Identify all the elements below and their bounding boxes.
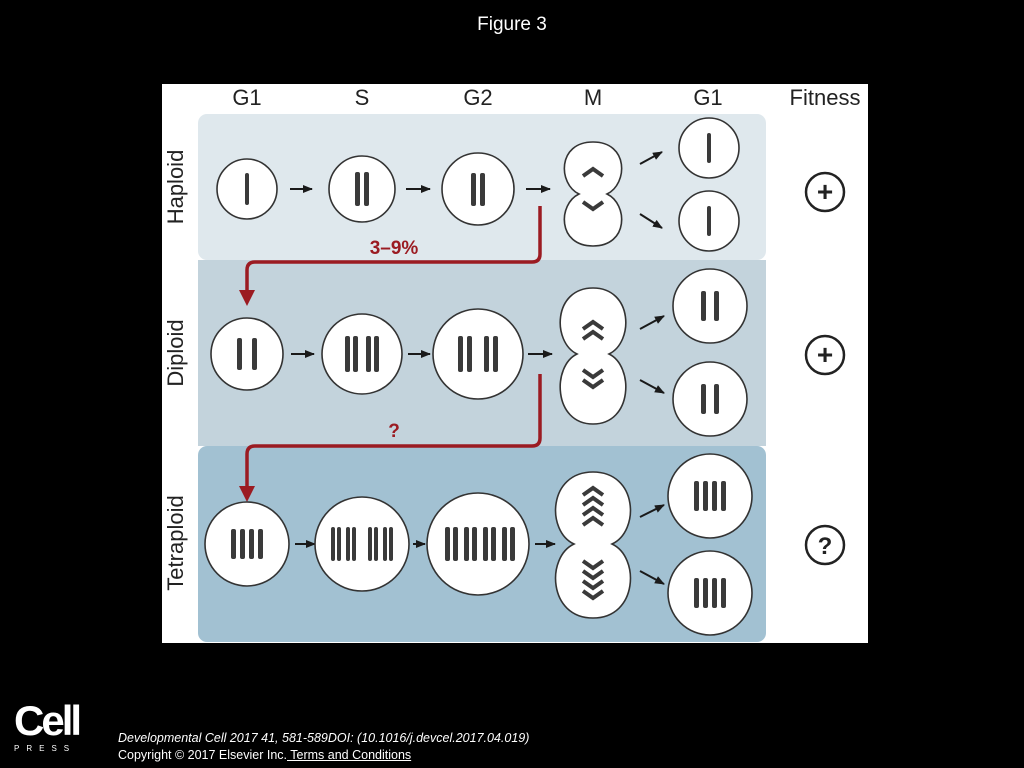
transition-rate-label: 3–9% bbox=[370, 238, 419, 259]
cell-press-logo: Cell PRESS bbox=[14, 697, 86, 754]
haploid-g1-cell bbox=[216, 158, 278, 220]
fitness-marker-diploid: + bbox=[804, 334, 846, 376]
fitness-marker-tetraploid: ? bbox=[804, 524, 846, 566]
haploid-g2-cell bbox=[441, 152, 515, 226]
row-label-tetraploid: Tetraploid bbox=[163, 495, 188, 590]
tetraploid-arrow-m-daughter-bottom bbox=[639, 570, 665, 585]
tetraploid-arrow-m-daughter-top bbox=[639, 504, 665, 518]
tetraploid-s-cell bbox=[314, 496, 410, 592]
diploid-g2-cell bbox=[432, 308, 524, 400]
haploid-arrow-m-daughter-bottom bbox=[639, 213, 663, 229]
logo-main-text: Cell bbox=[14, 697, 82, 744]
tetraploid-daughter-cell-bottom bbox=[667, 550, 753, 636]
figure-title: Figure 3 bbox=[477, 14, 547, 35]
diploid-g1-cell bbox=[210, 317, 284, 391]
fitness-symbol: + bbox=[817, 339, 833, 370]
diploid-arrow-m-daughter-bottom bbox=[639, 379, 665, 394]
transition-unknown-label: ? bbox=[388, 421, 400, 442]
diploid-daughter-cell-top bbox=[672, 268, 748, 344]
fitness-symbol: ? bbox=[818, 533, 833, 560]
tetraploid-g2-cell bbox=[426, 492, 530, 596]
haploid-arrow-m-daughter-top bbox=[639, 151, 663, 165]
column-header-g1-daughter: G1 bbox=[693, 85, 722, 110]
haploid-daughter-cell-bottom bbox=[678, 190, 740, 252]
copyright-text: Copyright © 2017 Elsevier Inc. bbox=[118, 748, 288, 762]
row-label-haploid: Haploid bbox=[163, 150, 188, 225]
row-label-diploid: Diploid bbox=[163, 319, 188, 386]
copyright-line: Copyright © 2017 Elsevier Inc. Terms and… bbox=[118, 748, 411, 762]
logo-sub-text: PRESS bbox=[14, 744, 77, 753]
fitness-symbol: + bbox=[817, 176, 833, 207]
terms-and-conditions-link[interactable]: Terms and Conditions bbox=[287, 748, 412, 762]
diploid-daughter-cell-bottom bbox=[672, 361, 748, 437]
column-header-m: M bbox=[584, 85, 602, 110]
tetraploid-g1-cell bbox=[204, 501, 290, 587]
column-header-g1: G1 bbox=[232, 85, 261, 110]
ploidy-transition-arrow-haploid-diploid bbox=[239, 206, 542, 306]
column-header-s: S bbox=[355, 85, 370, 110]
haploid-daughter-cell-top bbox=[678, 117, 740, 179]
cell-cycle-diagram: G1 S G2 M G1 Fitness Haploid Diploid Tet… bbox=[163, 85, 861, 642]
fitness-marker-haploid: + bbox=[804, 171, 846, 213]
ploidy-transition-arrow-diploid-tetraploid bbox=[239, 374, 542, 502]
diploid-m-dividing-cell bbox=[559, 287, 627, 425]
haploid-s-cell bbox=[328, 155, 396, 223]
column-header-fitness: Fitness bbox=[790, 85, 861, 110]
tetraploid-m-dividing-cell bbox=[554, 471, 632, 619]
diploid-arrow-m-daughter-top bbox=[639, 315, 665, 330]
citation-text: Developmental Cell 2017 41, 581-589DOI: … bbox=[118, 731, 530, 745]
tetraploid-daughter-cell-top bbox=[667, 453, 753, 539]
column-header-g2: G2 bbox=[463, 85, 492, 110]
haploid-m-dividing-cell bbox=[563, 141, 623, 247]
figure-panel: G1 S G2 M G1 Fitness Haploid Diploid Tet… bbox=[162, 84, 868, 643]
diploid-s-cell bbox=[321, 313, 403, 395]
